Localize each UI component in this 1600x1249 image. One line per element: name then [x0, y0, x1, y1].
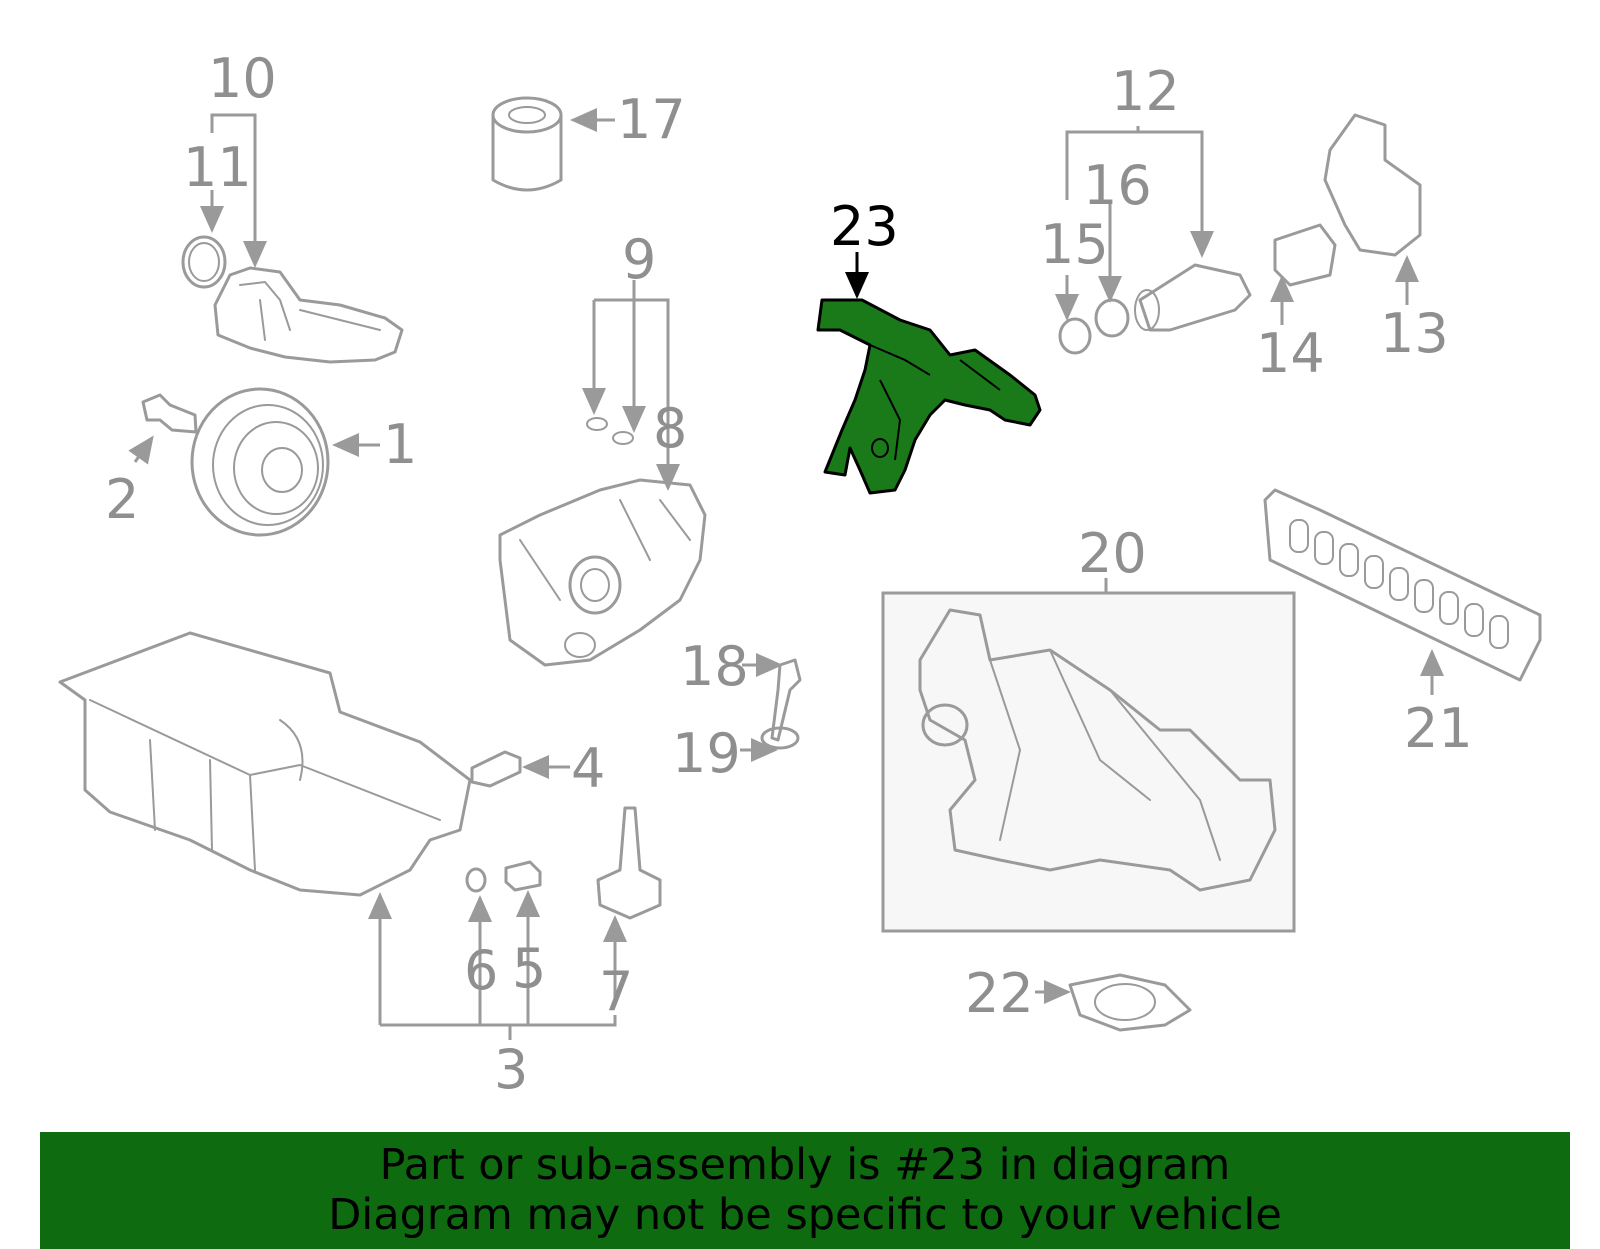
- banner-line-1: Part or sub-assembly is #23 in diagram: [379, 1140, 1231, 1190]
- oil-filter-part: [491, 96, 563, 192]
- callout-18: 18: [680, 635, 749, 698]
- oil-level-sensor-part: [470, 750, 522, 788]
- dipstick-parts: [760, 658, 802, 750]
- callout-13: 13: [1380, 302, 1449, 365]
- callout-9: 9: [622, 228, 656, 291]
- callout-labels: 1 2 3 4 5 6 7 8 9 10 11 12 13 14 15 16 1…: [105, 47, 1473, 1101]
- callout-3: 3: [494, 1038, 528, 1101]
- callout-leaders: [128, 108, 1444, 1040]
- intake-manifold-part: [881, 591, 1296, 933]
- callout-11: 11: [183, 136, 252, 199]
- callout-19: 19: [672, 722, 741, 785]
- oil-pump-part: [498, 417, 707, 667]
- callout-10: 10: [208, 47, 277, 110]
- callout-7: 7: [599, 960, 633, 1023]
- callout-14: 14: [1256, 322, 1325, 385]
- gasket-22-part: [1068, 973, 1192, 1032]
- callout-6: 6: [464, 939, 498, 1002]
- callout-2: 2: [105, 468, 139, 531]
- callout-16: 16: [1083, 154, 1152, 217]
- callout-23: 23: [830, 195, 899, 258]
- solenoid-valve-parts: [1058, 263, 1252, 355]
- callout-22: 22: [965, 962, 1034, 1025]
- info-banner: Part or sub-assembly is #23 in diagram D…: [40, 1132, 1570, 1249]
- callout-21: 21: [1404, 697, 1473, 760]
- drain-plug-parts: [465, 806, 662, 920]
- parts-diagram: 1 2 3 4 5 6 7 8 9 10 11 12 13 14 15 16 1…: [58, 47, 1542, 1101]
- callout-12: 12: [1111, 60, 1180, 123]
- banner-line-2: Diagram may not be specific to your vehi…: [328, 1190, 1282, 1240]
- callout-1: 1: [383, 413, 417, 476]
- intake-gasket-part: [1263, 488, 1542, 682]
- oil-pan-part: [58, 631, 472, 897]
- pulley-part: [141, 387, 330, 537]
- part-23-highlighted: [816, 298, 1042, 495]
- oil-pump-cover-part: [181, 235, 404, 364]
- vvt-solenoid-parts: [1273, 113, 1422, 287]
- callout-8: 8: [653, 397, 687, 460]
- callout-17: 17: [617, 88, 686, 151]
- callout-15: 15: [1040, 213, 1109, 276]
- callout-5: 5: [512, 937, 546, 1000]
- callout-20: 20: [1078, 522, 1147, 585]
- callout-4: 4: [571, 737, 605, 800]
